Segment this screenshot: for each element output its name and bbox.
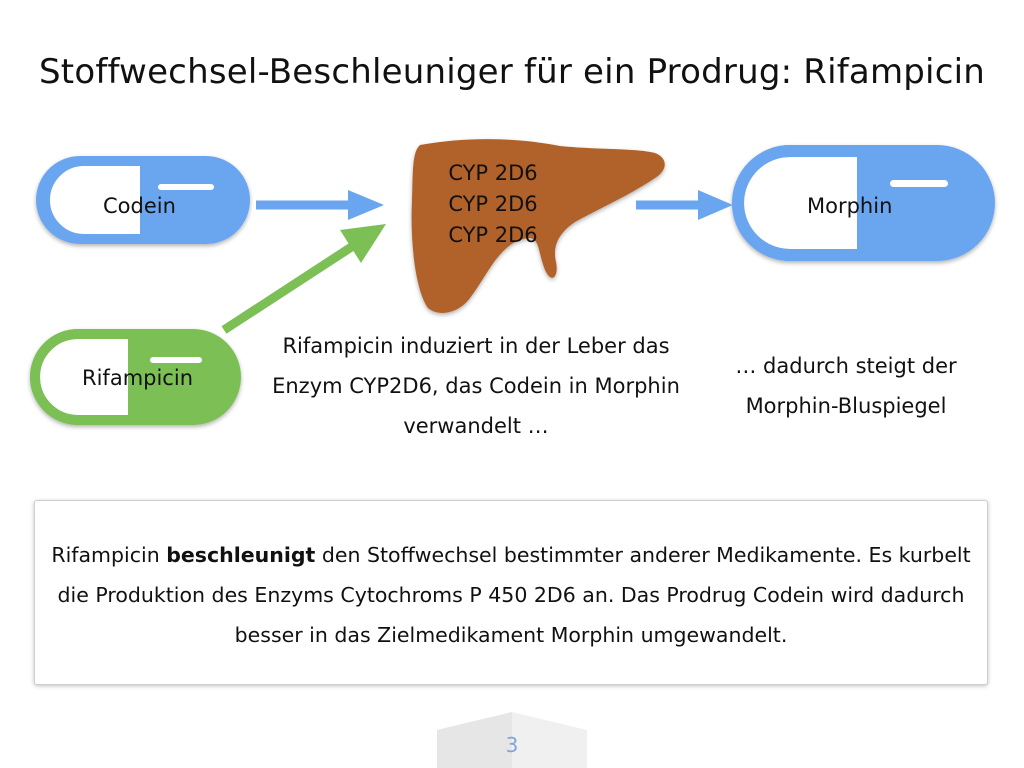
morphin-capsule-highlight <box>890 180 948 187</box>
page-number: 3 <box>505 733 519 757</box>
morphin-capsule <box>732 145 995 261</box>
arrow-liver-to-morphin <box>636 190 733 220</box>
rifampicin-label: Rifampicin <box>82 366 193 390</box>
codein-capsule <box>36 156 250 244</box>
enzyme-label: CYP 2D6 <box>448 223 538 247</box>
caption-line: Morphin-Bluspiegel <box>745 394 947 418</box>
caption-line: verwandelt … <box>403 414 549 438</box>
summary-part2: den Stoffwechsel bestimmter anderer Medi… <box>57 543 971 647</box>
caption-line: … dadurch steigt der <box>735 354 957 378</box>
slide-title: Stoffwechsel-Beschleuniger für ein Prodr… <box>39 52 985 92</box>
liver-shape <box>411 139 665 313</box>
summary-box: Rifampicin beschleunigt den Stoffwechsel… <box>34 500 988 685</box>
enzyme-label: CYP 2D6 <box>448 161 538 185</box>
codein-label: Codein <box>103 194 176 218</box>
morphin-caption: … dadurch steigt der Morphin-Bluspiegel <box>716 346 976 426</box>
footer-decoration <box>437 712 587 768</box>
morphin-label: Morphin <box>807 194 893 218</box>
summary-bold: beschleunigt <box>166 543 316 567</box>
caption-line: Enzym CYP2D6, das Codein in Morphin <box>272 374 680 398</box>
summary-text: Rifampicin beschleunigt den Stoffwechsel… <box>35 535 987 655</box>
arrow-rifampicin-to-liver <box>221 224 386 334</box>
rifampicin-capsule-highlight <box>150 357 202 363</box>
arrow-codein-to-liver <box>256 190 384 220</box>
codein-capsule-highlight <box>158 184 214 190</box>
caption-line: Rifampicin induziert in der Leber das <box>282 334 670 358</box>
rifampicin-caption: Rifampicin induziert in der Leber das En… <box>246 326 706 446</box>
summary-part1: Rifampicin <box>51 543 167 567</box>
enzyme-label: CYP 2D6 <box>448 192 538 216</box>
rifampicin-capsule <box>30 329 241 425</box>
